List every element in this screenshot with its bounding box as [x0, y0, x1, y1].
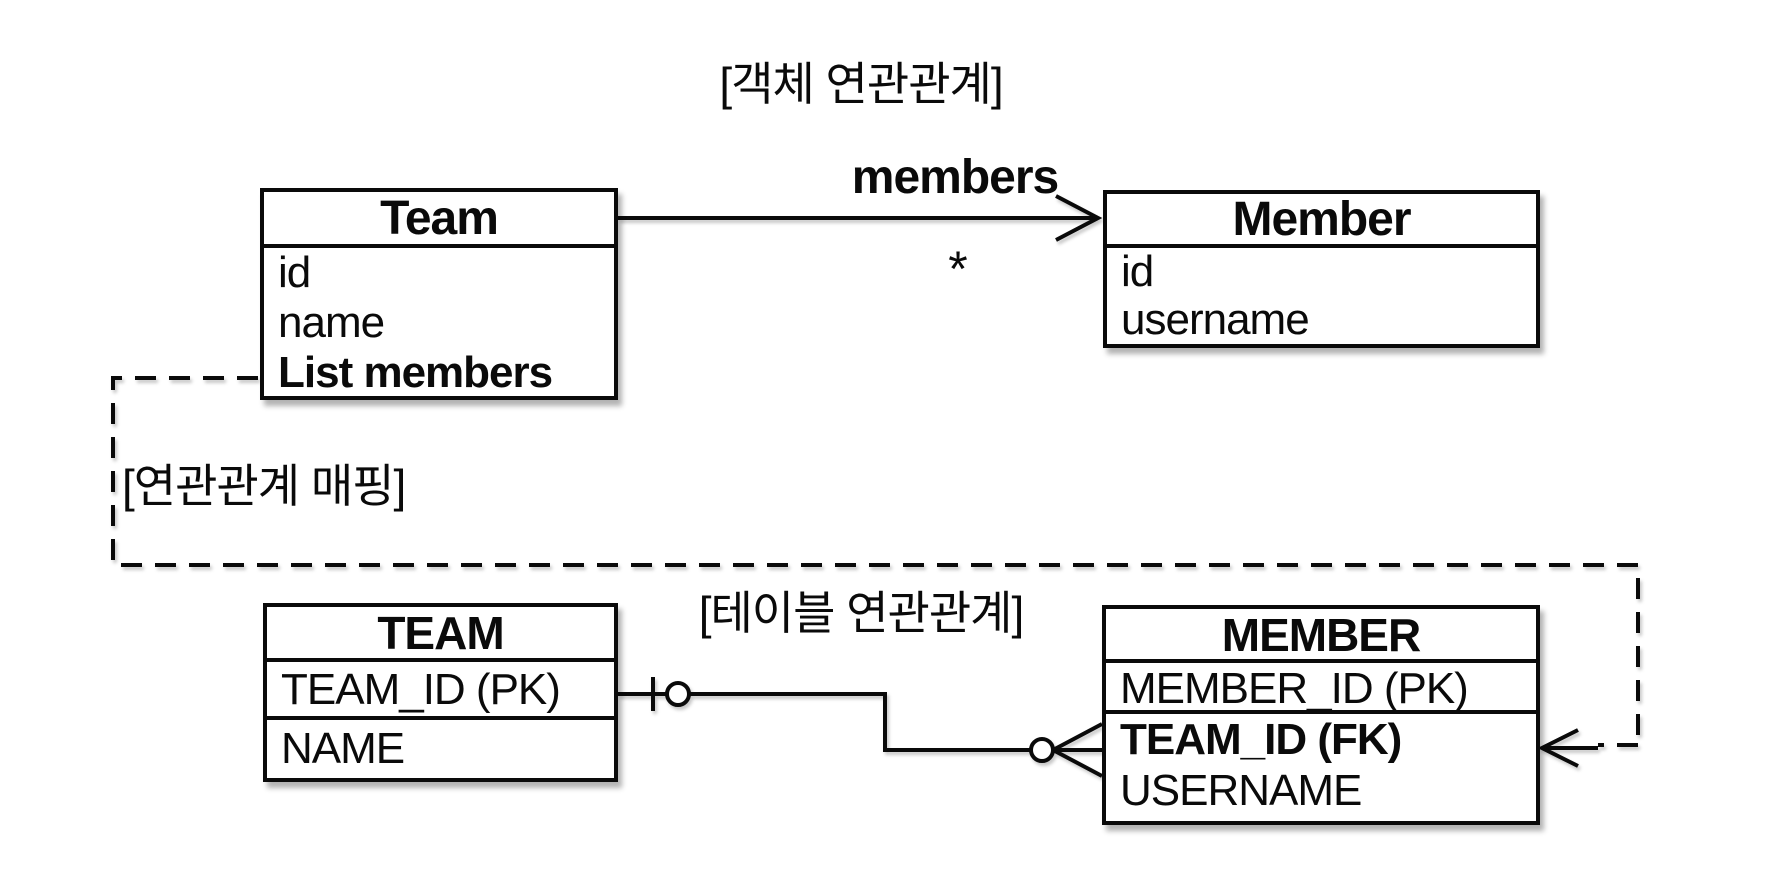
team-table-pk-field: TEAM_ID (PK): [267, 662, 614, 720]
multiplicity-star-label: *: [948, 241, 968, 297]
team-table-title: TEAM: [267, 607, 614, 662]
erd-step-line: [689, 692, 1031, 752]
crow-foot-many-icon: [1052, 722, 1103, 778]
open-arrowhead-left-icon: [1537, 728, 1579, 768]
member-class-title: Member: [1107, 194, 1536, 248]
team-class-box: Team id name List members: [260, 188, 618, 400]
member-table-box: MEMBER MEMBER_ID (PK) TEAM_ID (FK) USERN…: [1102, 605, 1540, 825]
team-table-box: TEAM TEAM_ID (PK) NAME: [263, 603, 618, 782]
team-field-name: name: [278, 298, 385, 347]
team-field-list-members: List members: [278, 348, 553, 397]
member-class-box: Member id username: [1103, 190, 1540, 348]
mapping-dashed-line: [111, 376, 1640, 747]
association-members-label: members: [851, 151, 1059, 204]
member-field-username: username: [1121, 296, 1310, 344]
mapping-title: [연관관계 매핑]: [122, 460, 406, 512]
team-class-title: Team: [264, 192, 614, 248]
zero-circle-left-icon: [665, 681, 691, 707]
table-relation-title: [테이블 연관관계]: [698, 587, 1025, 639]
zero-circle-right-icon: [1029, 737, 1055, 763]
team-table-name-field: NAME: [281, 724, 405, 773]
member-table-pk-field: MEMBER_ID (PK): [1106, 663, 1536, 714]
member-table-title: MEMBER: [1106, 609, 1536, 663]
member-table-fk-field: TEAM_ID (FK): [1120, 715, 1402, 764]
member-table-username-field: USERNAME: [1120, 766, 1362, 815]
member-table-body: TEAM_ID (FK) USERNAME: [1106, 714, 1536, 816]
member-field-id: id: [1121, 248, 1154, 296]
open-arrowhead-right-icon: [1055, 194, 1103, 242]
team-field-id: id: [278, 248, 311, 297]
object-relation-title: [객체 연관관계]: [719, 58, 1003, 110]
